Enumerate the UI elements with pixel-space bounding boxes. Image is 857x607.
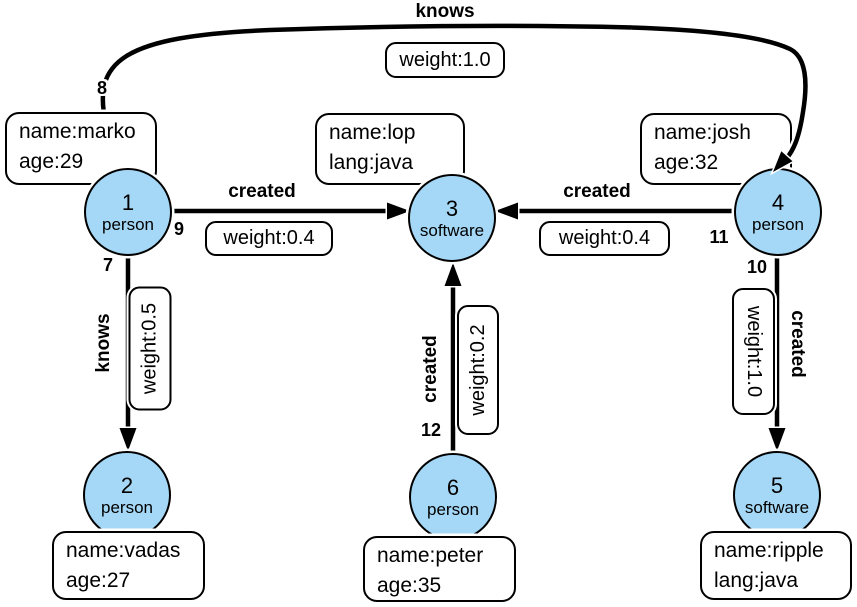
edge-11-arrowhead [495,202,518,220]
edge-7-id-badge: 7 [102,255,113,275]
vertex-2-id: 2 [120,472,134,498]
edge-12-arrowhead [444,263,462,286]
vertex-5-id: 5 [770,472,784,498]
edge-7-label: knows [93,313,114,373]
property-name: name:marko [19,120,136,143]
property-name: name:lop [329,121,416,144]
vertex-3-id: 3 [445,195,459,221]
vertex-4-id: 4 [771,189,785,215]
property-name: name:josh [654,121,751,144]
edge-12-weight: weight:0.2 [457,305,499,435]
property-age: age:27 [66,569,131,592]
edge-10-label: created [787,310,808,378]
edge-8-label: knows [415,1,475,22]
edge-8-arc-left [100,23,633,125]
vertex-2-label: person [101,497,153,517]
vertex-1: 1 person [84,168,172,256]
edge-9-weight: weight:0.4 [205,221,333,256]
properties-vertex-6: name:peter age:35 [363,536,516,602]
property-name: name:peter [377,544,484,567]
vertex-4: 4 person [734,168,822,256]
property-lang: lang:java [329,151,414,174]
vertex-1-id: 1 [121,189,135,215]
vertex-6-id: 6 [446,474,460,500]
edge-9-label: created [228,181,296,202]
property-name: name:ripple [714,539,824,562]
edge-8-weight: weight:1.0 [385,42,505,78]
edge-11-label: created [563,181,631,202]
edge-11-weight: weight:0.4 [539,221,670,256]
vertex-5: 5 software [733,451,821,539]
edge-10-weight: weight:1.0 [732,288,775,415]
properties-vertex-3: name:lop lang:java [315,113,465,185]
edge-12-label: created [420,335,441,403]
property-lang: lang:java [714,569,799,592]
vertex-1-label: person [102,214,154,234]
property-age: age:29 [19,150,84,173]
edge-8-id-badge: 8 [96,78,107,98]
edge-10-id-badge: 10 [746,257,768,277]
edge-12-id-badge: 12 [420,420,442,440]
edge-10-arrowhead [768,428,786,451]
property-age: age:35 [377,574,442,597]
edge-9-id-badge: 9 [173,219,184,239]
properties-vertex-2: name:vadas age:27 [52,531,205,600]
vertex-5-label: software [744,497,810,517]
edge-11-id-badge: 11 [709,227,729,247]
vertex-4-label: person [752,214,804,234]
edge-8-arc-casing [98,21,633,125]
vertex-3: 3 software [408,174,496,262]
property-name: name:vadas [66,539,181,562]
edge-7-weight: weight:0.5 [128,286,172,411]
edge-7-arrowhead [119,428,137,451]
vertex-6: 6 person [409,453,497,541]
edge-9-arrowhead [387,202,410,220]
vertex-6-label: person [427,499,479,519]
properties-vertex-5: name:ripple lang:java [700,531,852,600]
vertex-2: 2 person [83,451,171,539]
vertex-3-label: software [419,220,485,240]
